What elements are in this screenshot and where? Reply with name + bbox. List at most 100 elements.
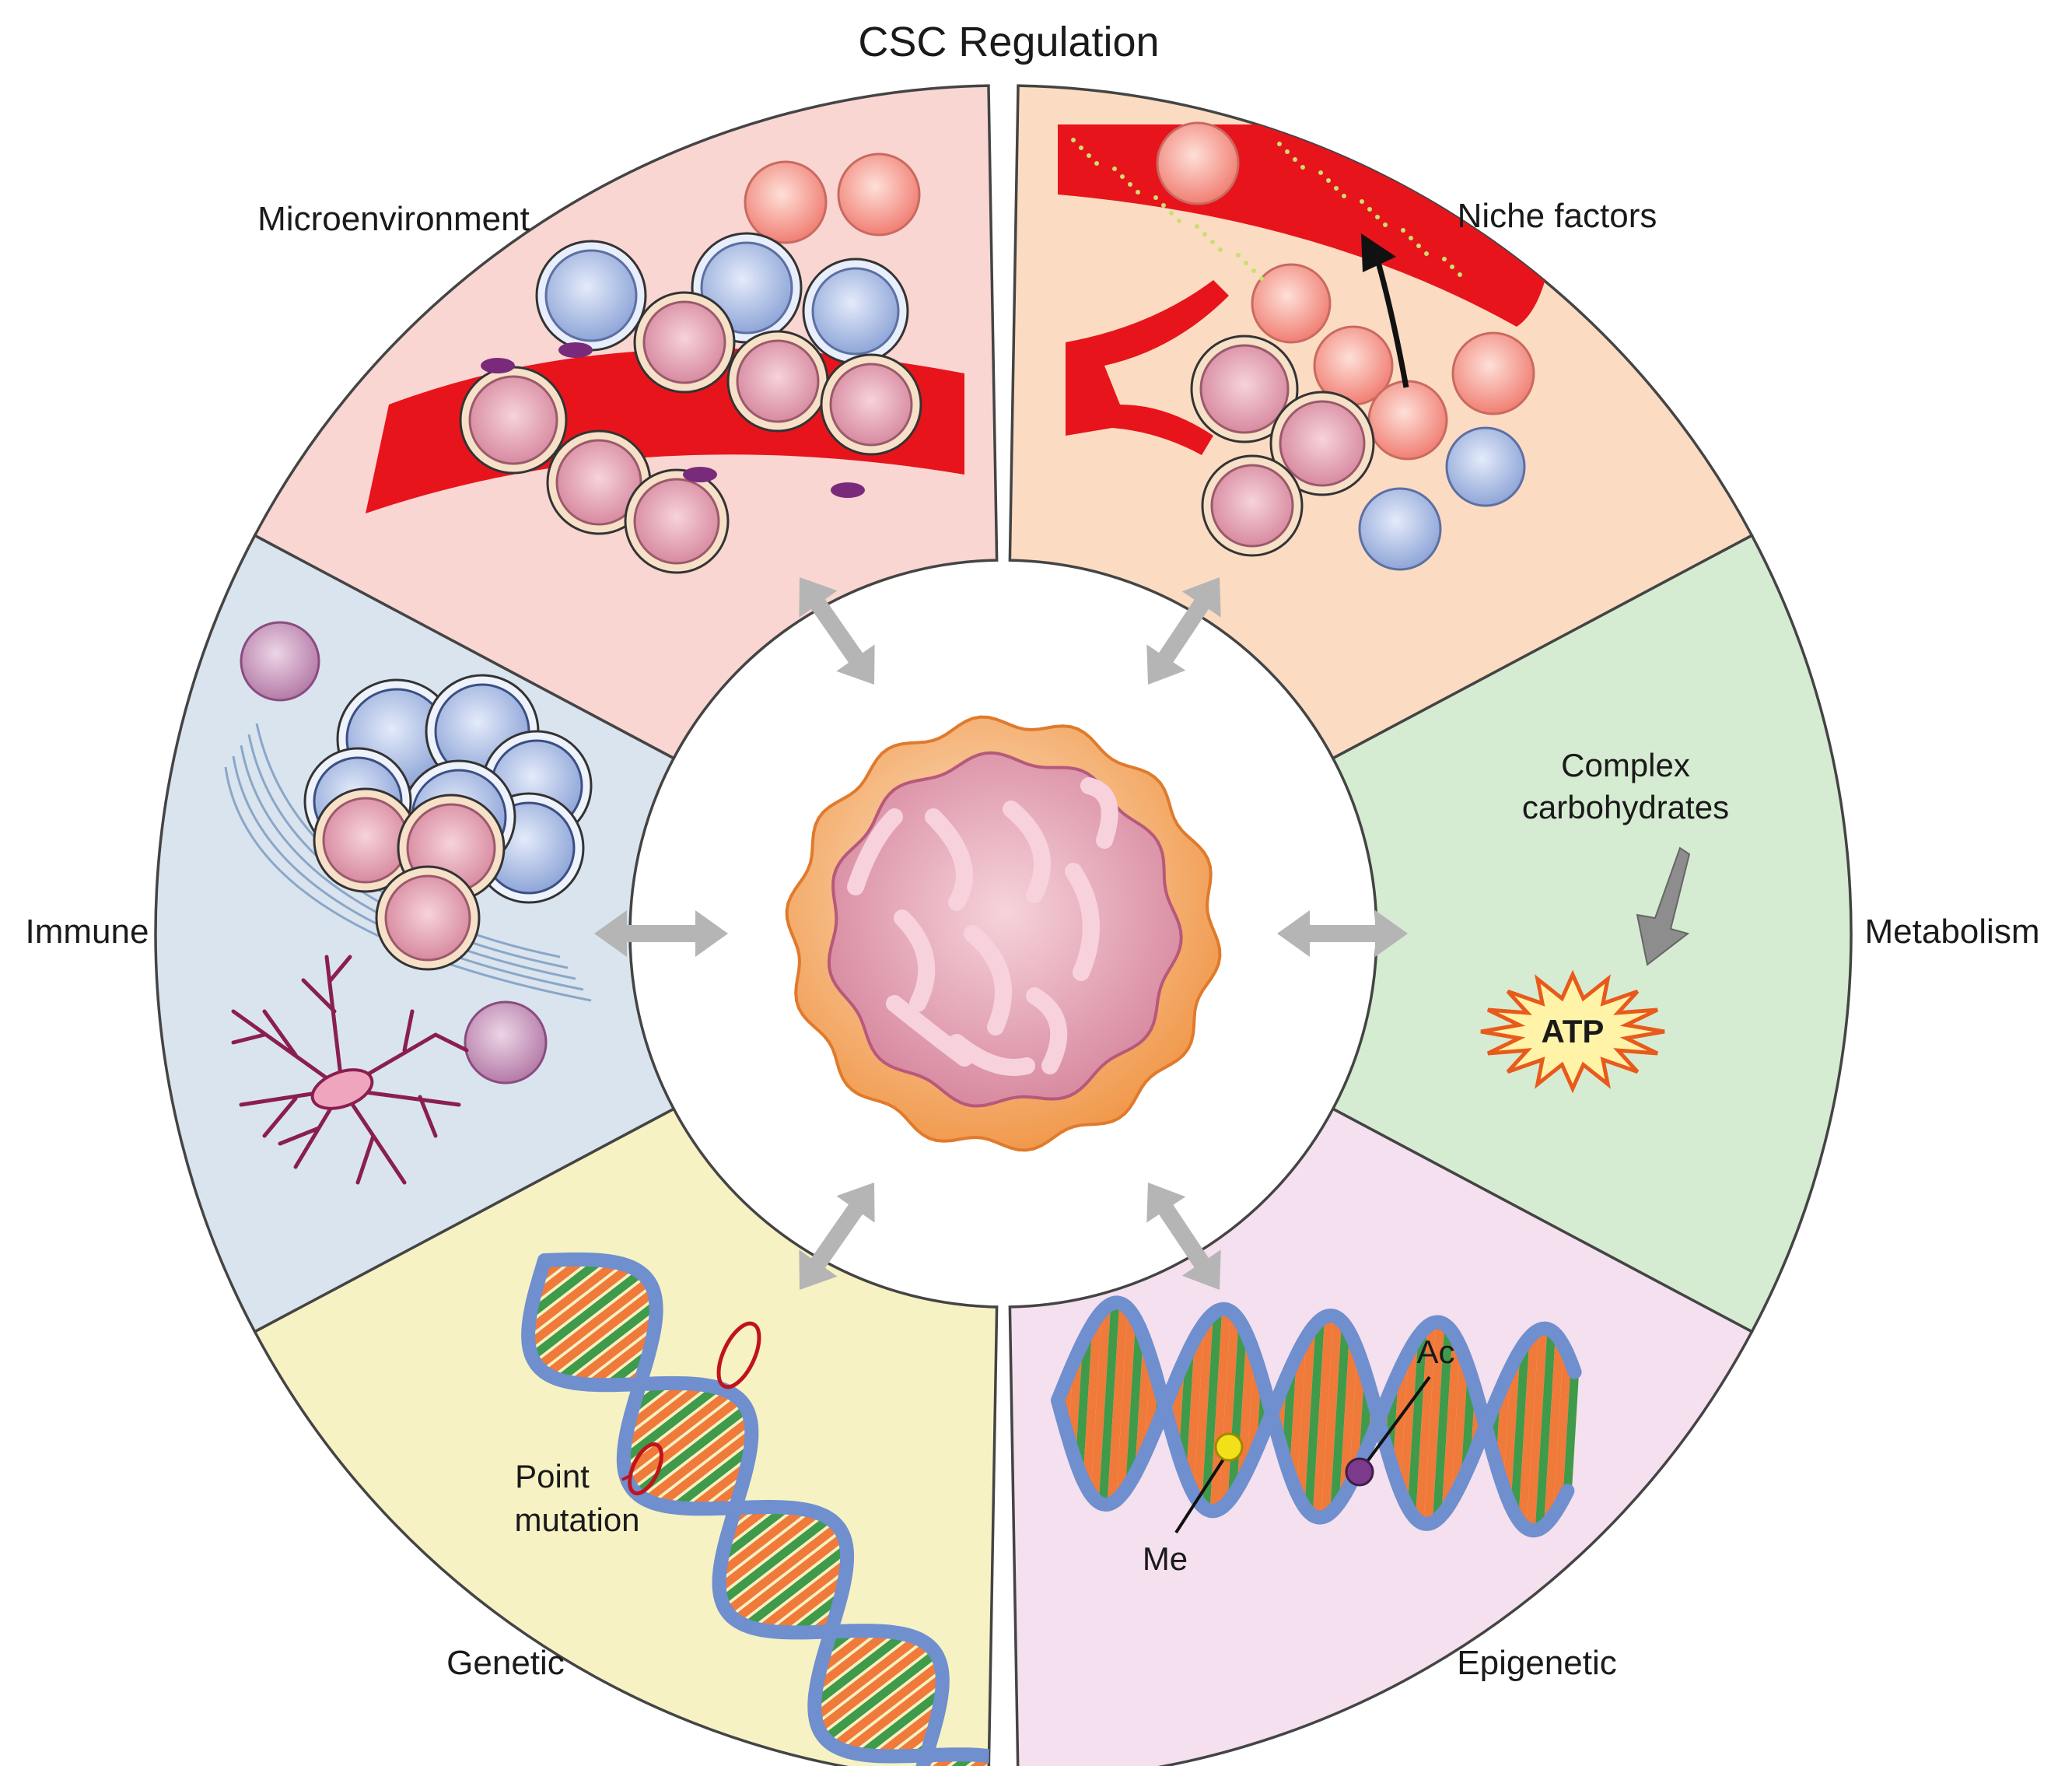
base-pair [1289,1345,1306,1484]
immune-illustration [224,621,593,1185]
niche-factor-dot [1383,223,1388,227]
niche-factor-dot [1285,149,1290,154]
base-pair [1441,1338,1461,1510]
microenvironment-label: Microenvironment [257,200,530,238]
base-pair [689,1462,750,1512]
methyl-group-icon [1214,1432,1244,1462]
niche-factor-dot [1375,215,1380,219]
base-pair [843,1673,946,1755]
endothelial-nucleus [683,467,717,482]
base-pair [1098,1302,1120,1505]
genetic-label: Genetic [446,1644,565,1682]
base-pair [822,1649,939,1743]
base-pair [1209,1309,1231,1512]
chromatin-strand [847,808,903,895]
base-pair [1451,1355,1468,1494]
ac-pointer [1358,1375,1431,1473]
niche-factor-dot [1450,265,1454,269]
base-pair [1407,1330,1427,1514]
niche-factor-dot [1334,186,1339,191]
niche-factors-label: Niche factors [1458,197,1657,235]
metabolism-label: Metabolism [1865,913,2040,951]
base-pair [1304,1319,1325,1512]
niche-factor-dot [1367,207,1372,212]
base-pair [757,1559,850,1634]
bidirectional-arrow [1146,577,1221,685]
base-pair [1526,1328,1548,1531]
base-pair [586,1332,656,1389]
niche-factor-dot [1300,165,1305,170]
base-pair [1415,1323,1437,1522]
bidirectional-arrow [1277,910,1408,957]
point-mutation-line1: Point [515,1458,590,1494]
niche-factor-dot [1153,195,1158,200]
cancer-cell [468,375,558,465]
niche-factor-dot [1442,257,1447,261]
base-pair [1090,1306,1111,1500]
chromatin-strand [948,1034,1035,1076]
niche-cell [1156,121,1240,205]
diagram-title: CSC Regulation [858,19,1159,65]
base-pair [535,1277,652,1370]
niche-cell [1451,331,1535,415]
base-pair [621,1384,720,1463]
metabolism-text-line1: Complex [1561,747,1690,783]
niche-factor-dot [1120,174,1125,179]
ac-label: Ac [1416,1333,1454,1370]
cancer-cell [642,300,726,384]
chromatin-strand [1026,987,1068,1074]
base-pair [1391,1361,1409,1481]
bidirectional-arrow [594,910,728,957]
macrophage [464,1000,548,1084]
bidirectional-arrow [799,577,875,685]
base-pair [529,1269,644,1361]
niche-factor-dot [1087,153,1091,158]
endothelial-nucleus [558,342,593,358]
tissue-line [232,755,584,991]
cancer-cell [322,797,409,884]
cancer-cell [736,339,820,423]
atp-label: ATP [1542,1013,1605,1049]
base-pair [816,1641,931,1733]
cancer-cell [1199,344,1290,434]
immune-cell [1358,487,1442,571]
niche-factor-dot [1458,272,1462,277]
base-pair [544,1288,656,1378]
chromatin-strand [1065,863,1100,981]
point-mutation-line2: mutation [514,1501,639,1538]
base-pair [1535,1330,1556,1529]
base-pair [1135,1346,1152,1466]
bidirectional-arrow [799,1183,875,1290]
niche-factor-dot [1251,268,1256,273]
epigenetic-label: Epigenetic [1457,1644,1616,1682]
niche-factor-dot [1236,253,1241,258]
niche-factor-dot [1071,138,1076,142]
mutation-circle [716,1321,761,1389]
base-pair [625,1379,688,1431]
base-pair [1510,1343,1530,1514]
chromatin-strand [925,808,973,911]
base-pair [1553,1353,1572,1509]
cancer-stem-cell [785,715,1222,1152]
base-pair [1544,1338,1564,1522]
niche-factor-dot [1277,142,1282,146]
base-pair [1312,1315,1334,1518]
niche-factor-dot [1342,194,1346,198]
niche-factor-dot [1169,211,1174,215]
niche-factor-dot [1465,140,1470,145]
base-pair [626,1396,743,1488]
chromatin-strand [894,909,936,1012]
chromatin-strand [1080,777,1118,849]
dendritic-cell [231,955,469,1185]
base-pair [911,1751,976,1766]
base-pair [556,1301,659,1383]
niche-factor-dot [1318,170,1323,175]
dna-backbone [1051,1295,1582,1531]
base-pair [1330,1326,1350,1509]
base-pair [1193,1317,1213,1501]
base-pair [643,1416,754,1504]
niche-cell [1367,380,1448,461]
base-pair [1423,1322,1445,1525]
metabolism-panel [1331,533,1853,1334]
me-pointer [1174,1452,1229,1534]
